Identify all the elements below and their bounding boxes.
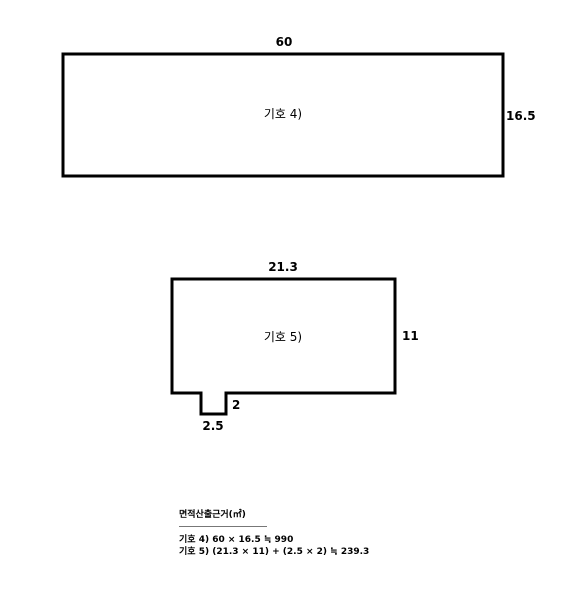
calculation-line-shape-5: 기호 5) (21.3 × 11) + (2.5 × 2) ≒ 239.3: [179, 547, 370, 557]
shape-4-width-label: 60: [276, 35, 293, 49]
calculation-title: 면적산출근거(㎡): [179, 509, 267, 527]
area-calculation-panel: 면적산출근거(㎡) 기호 4) 60 × 16.5 ≒ 990 기호 5) (2…: [179, 509, 519, 558]
shape-5-outline: [170, 277, 397, 416]
shape-5-notch-height-label: 2: [232, 398, 240, 412]
shape-5-label: 기호 5): [264, 330, 302, 344]
calculation-lines: 기호 4) 60 × 16.5 ≒ 990 기호 5) (21.3 × 11) …: [179, 534, 519, 558]
shape-4-label: 기호 4): [264, 107, 302, 121]
shape-4-height-label: 16.5: [506, 109, 536, 123]
shape-5-notch-width-label: 2.5: [202, 419, 223, 433]
shape-5-width-label: 21.3: [268, 260, 298, 274]
calculation-line-shape-4: 기호 4) 60 × 16.5 ≒ 990: [179, 535, 294, 545]
shape-5-height-label: 11: [402, 329, 419, 343]
shape-4-outline: [61, 52, 505, 178]
